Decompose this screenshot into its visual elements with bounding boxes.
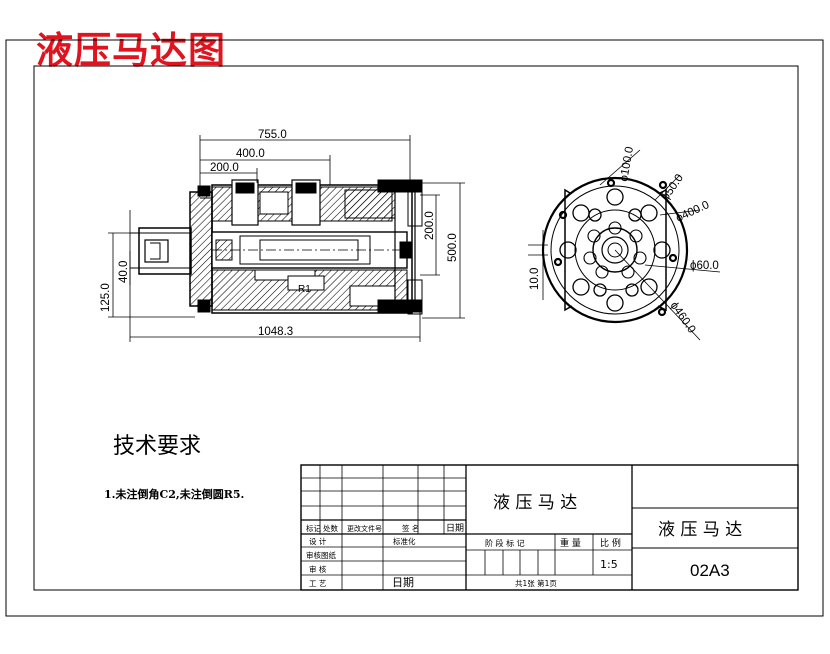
page-title: 液压马达图 — [36, 28, 226, 72]
tb-docno: 更改文件号 — [347, 524, 382, 533]
dim-phi400: ϕ400.0 — [674, 199, 711, 225]
tb-date2: 日期 — [392, 576, 414, 589]
requirements-title: 技术要求 — [113, 434, 202, 459]
tb-proofread: 审核图纸 — [306, 550, 336, 560]
dim-phi60: ϕ60.0 — [690, 260, 719, 272]
requirements-item-1: 1.未注倒角C2,未注倒圆R5. — [104, 488, 245, 501]
side-end-view — [528, 149, 721, 341]
dim-500: 500.0 — [447, 233, 459, 262]
dim-200-top: 200.0 — [210, 162, 239, 174]
title-block — [300, 464, 799, 591]
dim-40: 40.0 — [118, 261, 130, 283]
tb-scale: 1:5 — [600, 558, 618, 571]
tb-drawing-no: 02A3 — [690, 561, 730, 580]
front-section-view — [130, 179, 423, 315]
dim-phi460: ϕ460.0 — [668, 300, 698, 336]
tb-process: 工 艺 — [309, 579, 326, 588]
tb-standard: 标准化 — [393, 536, 416, 546]
tb-review: 审 核 — [309, 564, 327, 574]
dim-r1: R1 — [298, 284, 311, 295]
tb-signature: 签 名 — [402, 523, 419, 533]
tb-name-right: 液 压 马 达 — [658, 520, 742, 540]
tb-date: 日期 — [446, 523, 464, 534]
tb-design: 设 计 — [309, 536, 327, 546]
dim-755: 755.0 — [258, 129, 287, 141]
dim-1048: 1048.3 — [258, 326, 293, 338]
tb-weight: 重 量 — [560, 537, 581, 549]
dim-400: 400.0 — [236, 148, 265, 160]
dim-10: 10.0 — [529, 268, 541, 290]
tb-sheets: 共1张 第1页 — [515, 578, 557, 588]
outer-border — [5, 39, 824, 617]
dim-200-right: 200.0 — [424, 211, 436, 240]
tb-name-center: 液 压 马 达 — [493, 493, 577, 513]
tb-stage-mark: 阶 段 标 记 — [485, 538, 525, 548]
dim-phi100: ϕ100.0 — [618, 146, 636, 183]
dim-125: 125.0 — [100, 283, 112, 312]
tb-count: 处数 — [323, 523, 338, 533]
tb-mark: 标记 — [306, 523, 321, 533]
tb-ratio: 比 例 — [600, 537, 621, 549]
front-dimension-lines — [108, 135, 465, 342]
